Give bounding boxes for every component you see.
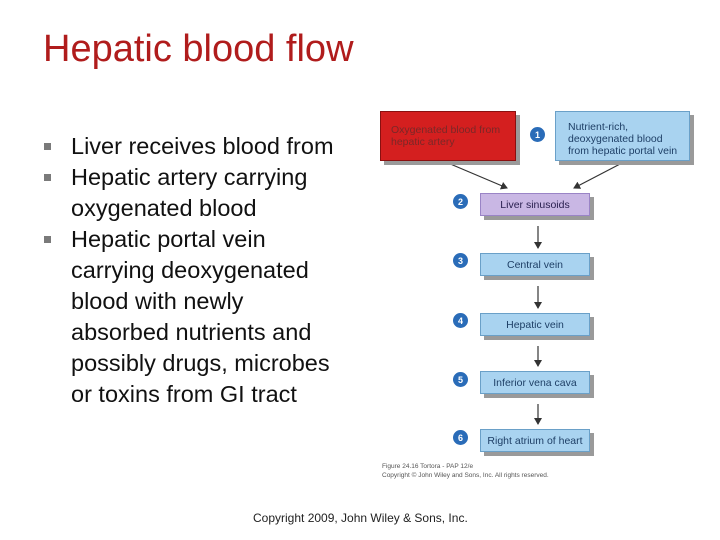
nutrient-blood-box: Nutrient-rich, deoxygenated blood from h… [555, 111, 690, 161]
bullet-square-icon [44, 174, 51, 181]
bullet-square-icon [44, 143, 51, 150]
step-number-1: 1 [530, 127, 545, 142]
step-number-6: 6 [453, 430, 468, 445]
right-atrium-box: Right atrium of heart [480, 429, 590, 452]
step-number-4: 4 [453, 313, 468, 328]
step-number-2: 2 [453, 194, 468, 209]
bullet-item: Hepatic portal vein carrying deoxygenate… [44, 224, 344, 410]
arrow-artery-to-sinusoids [447, 162, 508, 190]
slide-title: Hepatic blood flow [43, 28, 354, 70]
bullet-text: Hepatic artery carrying oxygenated blood [71, 164, 308, 221]
arrow-portal-to-sinusoids [573, 162, 623, 189]
step-number-3: 3 [453, 253, 468, 268]
liver-sinusoids-box: Liver sinusoids [480, 193, 590, 216]
figure-caption-line-2: Copyright © John Wiley and Sons, Inc. Al… [382, 472, 549, 479]
hepatic-vein-box: Hepatic vein [480, 313, 590, 336]
bullet-item: Liver receives blood from [44, 131, 344, 162]
copyright-notice: Copyright 2009, John Wiley & Sons, Inc. [253, 511, 468, 525]
step-number-5: 5 [453, 372, 468, 387]
bullet-square-icon [44, 236, 51, 243]
bullet-item: Hepatic artery carrying oxygenated blood [44, 162, 344, 224]
central-vein-box: Central vein [480, 253, 590, 276]
inferior-vena-cava-box: Inferior vena cava [480, 371, 590, 394]
oxygenated-blood-box: Oxygenated blood from hepatic artery [380, 111, 516, 161]
bullet-list: Liver receives blood from Hepatic artery… [44, 131, 344, 410]
bullet-text: Hepatic portal vein carrying deoxygenate… [71, 226, 330, 407]
figure-caption: Figure 24.16 Tortora - PAP 12/e Copyrigh… [382, 462, 562, 480]
bullet-text: Liver receives blood from [71, 133, 334, 159]
figure-caption-line-1: Figure 24.16 Tortora - PAP 12/e [382, 463, 474, 470]
